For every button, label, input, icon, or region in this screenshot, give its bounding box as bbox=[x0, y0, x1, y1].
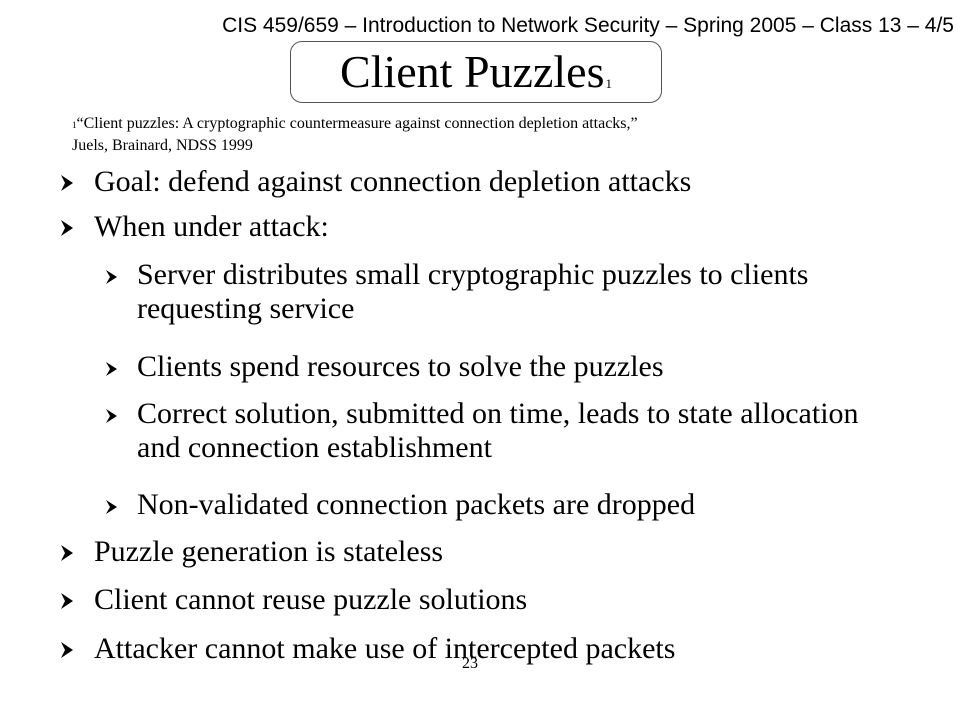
bullet-text: Non-validated connection packets are dro… bbox=[137, 488, 696, 521]
bullet-item: Puzzle generation is stateless bbox=[60, 535, 443, 569]
bullet-item: Attacker cannot make use of intercepted … bbox=[60, 632, 675, 666]
bullet-text: When under attack: bbox=[94, 210, 329, 243]
footnote-line-2: Juels, Brainard, NDSS 1999 bbox=[72, 137, 253, 154]
arrowhead-bullet-icon bbox=[105, 259, 119, 289]
footnote-citation-title: “Client puzzles: A cryptographic counter… bbox=[76, 115, 638, 132]
arrowhead-bullet-icon bbox=[60, 584, 74, 614]
bullet-text: Attacker cannot make use of intercepted … bbox=[94, 632, 676, 665]
bullet-text: Client cannot reuse puzzle solutions bbox=[94, 583, 528, 616]
bullet-item: Goal: defend against connection depletio… bbox=[60, 165, 691, 199]
bullet-item: Client cannot reuse puzzle solutions bbox=[60, 583, 527, 617]
bullet-text: Clients spend resources to solve the puz… bbox=[137, 350, 664, 383]
bullet-text: Correct solution, submitted on time, lea… bbox=[137, 397, 859, 464]
citation-footnote: 1“Client puzzles: A cryptographic counte… bbox=[72, 113, 852, 157]
bullet-item: When under attack: bbox=[60, 210, 329, 244]
arrowhead-bullet-icon bbox=[105, 398, 119, 428]
footnote-mark: 1 bbox=[72, 120, 77, 130]
arrowhead-bullet-icon bbox=[60, 536, 74, 566]
sub-bullet-item: Clients spend resources to solve the puz… bbox=[105, 350, 905, 384]
arrowhead-bullet-icon bbox=[60, 211, 74, 241]
bullet-text: Puzzle generation is stateless bbox=[94, 535, 444, 568]
sub-bullet-item: Correct solution, submitted on time, lea… bbox=[105, 397, 905, 465]
footnote-line-1: 1“Client puzzles: A cryptographic counte… bbox=[72, 113, 852, 135]
page-number: 23 bbox=[462, 655, 478, 672]
sub-bullet-item: Non-validated connection packets are dro… bbox=[105, 488, 905, 522]
slide-title-box: Client Puzzles1 bbox=[290, 41, 662, 103]
arrowhead-bullet-icon bbox=[60, 166, 74, 196]
bullet-text: Server distributes small cryptographic p… bbox=[137, 258, 809, 325]
bullet-text: Goal: defend against connection depletio… bbox=[94, 165, 692, 198]
slide-title: Client Puzzles bbox=[340, 46, 605, 97]
slide-header: CIS 459/659 – Introduction to Network Se… bbox=[222, 14, 954, 37]
arrowhead-bullet-icon bbox=[105, 351, 119, 381]
title-footnote-mark: 1 bbox=[605, 76, 612, 91]
sub-bullet-item: Server distributes small cryptographic p… bbox=[105, 258, 905, 326]
arrowhead-bullet-icon bbox=[105, 489, 119, 519]
arrowhead-bullet-icon bbox=[60, 633, 74, 663]
